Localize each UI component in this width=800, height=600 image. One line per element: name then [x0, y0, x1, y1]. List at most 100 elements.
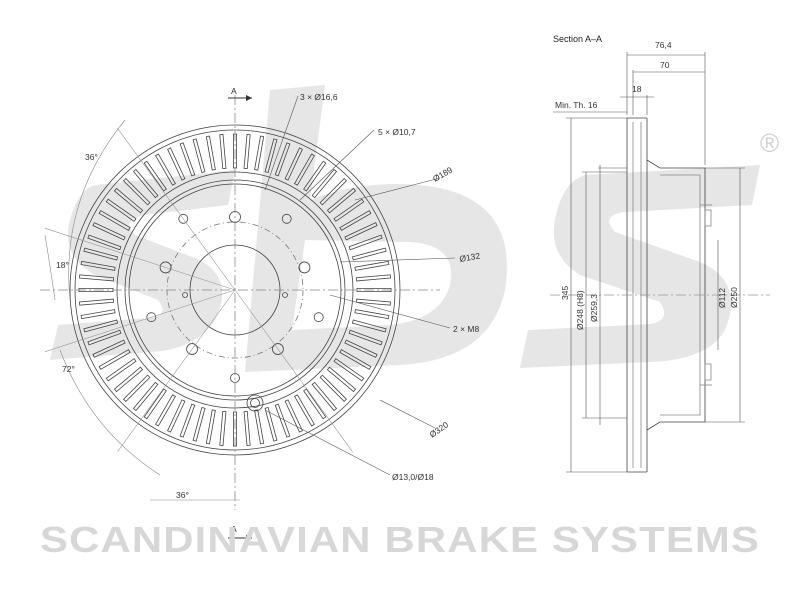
vent-slot [344, 222, 378, 241]
vent-slot [294, 153, 315, 186]
dim-259: Ø259,3 [589, 294, 599, 322]
angle-lower-left: 72° [62, 364, 75, 374]
hat-profile [646, 159, 706, 431]
bolt-hole [159, 261, 172, 274]
vent-slot [167, 147, 186, 181]
section-marker-top: A [228, 86, 252, 101]
dim-overall-height: 76,4 [655, 40, 672, 50]
vent-slot [264, 406, 278, 442]
vent-slot [83, 319, 119, 333]
vent-slot [354, 309, 390, 320]
angle-ray [44, 289, 236, 353]
section-label-top: A [231, 86, 237, 96]
vent-slot [311, 381, 338, 412]
vent-slot [326, 187, 357, 214]
vent-slot [143, 388, 167, 420]
vent-slot [192, 138, 206, 174]
dim-345: 345 [560, 286, 570, 300]
vent-slot [348, 329, 383, 346]
vent-slot [333, 198, 365, 222]
vent-slot [355, 274, 391, 282]
vent-slot [233, 133, 237, 169]
bolt-hole [298, 261, 311, 274]
vent-slot [205, 409, 216, 445]
vent-slot [98, 210, 131, 231]
thread-hole [182, 292, 188, 298]
vent-slot [303, 388, 327, 420]
bolt-hole [178, 213, 189, 224]
angle-rays [44, 128, 353, 452]
front-view-leaders [44, 95, 456, 501]
brand-tagline: SCANDINAVIAN BRAKE SYSTEMS [40, 519, 760, 560]
vent-slot [132, 168, 159, 199]
vent-slot [80, 260, 116, 271]
vent-slot [92, 339, 126, 358]
vent-slot [311, 168, 338, 199]
section-title: Section A–A [553, 34, 602, 44]
bolt-hole [186, 343, 198, 355]
vent-slot [113, 366, 144, 393]
logo-letter-s-2 [520, 165, 760, 368]
thread-hole [282, 292, 288, 298]
callout-bolt-holes: 5 × Ø10,7 [378, 127, 416, 137]
vent-slot [179, 403, 196, 438]
angle-ray [234, 289, 353, 452]
vent-slot [294, 394, 315, 427]
dim-112: Ø112 [717, 288, 727, 308]
bolt-hole [146, 312, 157, 323]
angle-ray [117, 128, 236, 291]
angle-top-left: 36° [85, 152, 98, 162]
vent-slot [87, 234, 122, 251]
vent-slot [354, 260, 390, 271]
vent-slot [78, 288, 114, 292]
vent-slot [319, 177, 348, 206]
angle-ray [44, 227, 236, 291]
callout-center-hole: Ø13,0/Ø18 [392, 472, 434, 482]
dim-outer-diameter: Ø320 [427, 419, 450, 439]
vent-slot [326, 366, 357, 393]
vent-slot [274, 403, 291, 438]
vent-slot [303, 160, 327, 192]
angle-left: 18° [56, 260, 69, 270]
vent-slot [319, 374, 348, 403]
bolt-hole [281, 213, 292, 224]
vent-slot [192, 406, 206, 442]
callout-holes: 3 × Ø16,6 [300, 92, 338, 102]
vent-slot [284, 147, 303, 181]
vent-slot [80, 309, 116, 320]
vent-slot [219, 410, 227, 446]
vent-slot [83, 247, 119, 261]
vent-slot [348, 234, 383, 251]
bolt-hole [313, 312, 324, 323]
vent-slot [355, 298, 391, 306]
angle-ray [117, 289, 236, 452]
vent-slot [205, 135, 216, 171]
vent-slot [243, 410, 251, 446]
vent-slot [79, 274, 115, 282]
vent-slot [122, 177, 151, 206]
vent-slot [356, 288, 392, 292]
disc-section-view [550, 117, 770, 473]
vent-slot [284, 399, 303, 433]
vent-slot [339, 349, 372, 370]
vent-slot [155, 153, 176, 186]
dim-248: Ø248 (H8) [575, 290, 585, 330]
vent-slot [344, 339, 378, 358]
bolt-hole [272, 343, 284, 355]
vent-slot [105, 358, 137, 382]
logo-letter-s-1 [50, 170, 235, 360]
vent-slot [98, 349, 131, 370]
callout-thread: 2 × M8 [453, 324, 479, 334]
angle-bottom: 36° [176, 490, 189, 500]
dim-pcd: Ø132 [459, 250, 481, 264]
vent-slot [87, 329, 122, 346]
vent-slot [105, 198, 137, 222]
vent-slot [351, 319, 387, 333]
dim-outer-circle: Ø189 [431, 165, 454, 184]
vent-slot [132, 381, 159, 412]
min-thickness-label: Min. Th. 16 [555, 100, 598, 110]
section-view-dimensions [553, 52, 745, 473]
dim-thickness: 18 [632, 84, 642, 94]
front-view-labels: 3 × Ø16,6 5 × Ø10,7 Ø189 Ø132 2 × M8 Ø32… [56, 92, 481, 500]
